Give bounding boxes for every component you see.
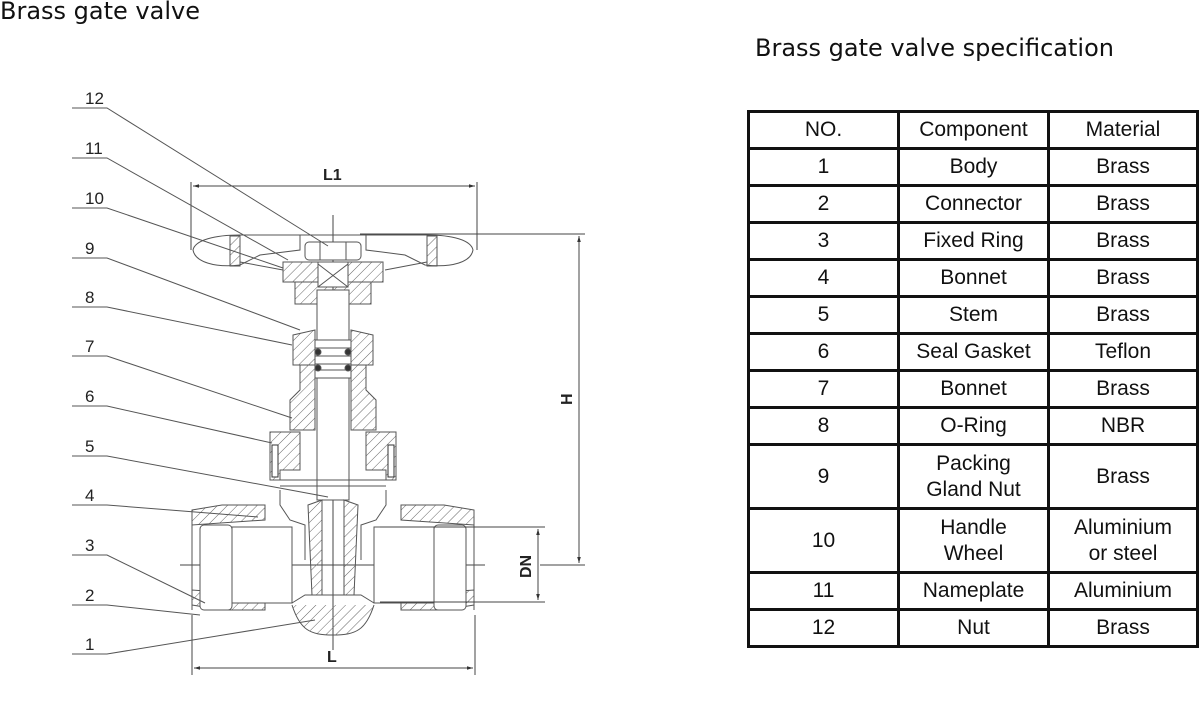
- dimension-h: H: [559, 393, 576, 405]
- cell-material: Brass: [1047, 443, 1199, 510]
- packing-gland-nut: [292, 329, 374, 379]
- right-coupling: [373, 504, 475, 611]
- cell-material: Brass: [1047, 184, 1199, 224]
- callout-2: 2: [85, 586, 94, 605]
- cell-no: 5: [747, 295, 900, 335]
- cell-component: Stem: [897, 295, 1050, 335]
- dimension-dn: DN: [518, 555, 535, 578]
- cell-no: 12: [747, 608, 900, 648]
- header-component: Component: [897, 110, 1050, 150]
- callout-8: 8: [85, 288, 94, 307]
- callout-1: 1: [85, 635, 94, 654]
- dimension-lines: [190, 182, 585, 675]
- header-no: NO.: [747, 110, 900, 150]
- cell-material: Brass: [1047, 295, 1199, 335]
- cell-component: Body: [897, 147, 1050, 187]
- cell-no: 9: [747, 443, 900, 510]
- cell-component: Bonnet: [897, 369, 1050, 409]
- diagram-title: Brass gate valve: [0, 0, 200, 25]
- cell-material: NBR: [1047, 406, 1199, 446]
- cell-no: 6: [747, 332, 900, 372]
- cell-material: Brass: [1047, 147, 1199, 187]
- cell-no: 11: [747, 571, 900, 611]
- cell-no: 8: [747, 406, 900, 446]
- cell-component: Bonnet: [897, 258, 1050, 298]
- cell-component: Connector: [897, 184, 1050, 224]
- left-coupling: [191, 504, 293, 611]
- callout-9: 9: [85, 239, 94, 258]
- callout-4: 4: [85, 486, 94, 505]
- cell-component: O-Ring: [897, 406, 1050, 446]
- cell-no: 10: [747, 507, 900, 574]
- callout-12: 12: [85, 89, 104, 108]
- cell-component: Nameplate: [897, 571, 1050, 611]
- cell-material: Brass: [1047, 369, 1199, 409]
- callout-10: 10: [85, 189, 104, 208]
- callout-11: 11: [85, 139, 103, 158]
- cell-material: Brass: [1047, 258, 1199, 298]
- header-material: Material: [1047, 110, 1199, 150]
- cell-component: Fixed Ring: [897, 221, 1050, 261]
- callout-5: 5: [85, 437, 94, 456]
- cell-no: 3: [747, 221, 900, 261]
- callout-6: 6: [85, 387, 94, 406]
- callout-leaders: [72, 107, 329, 655]
- table-header-row: NO. Component Material: [747, 110, 1199, 150]
- dimension-l1: L1: [323, 167, 342, 184]
- cell-no: 2: [747, 184, 900, 224]
- cell-material: Aluminium: [1047, 571, 1199, 611]
- cell-material: Brass: [1047, 608, 1199, 648]
- callout-7: 7: [85, 337, 94, 356]
- valve-cross-section-drawing: L1 L H DN 12 11 10 9 8 7 6 5 4 3 2 1: [72, 89, 585, 675]
- cell-component: Nut: [897, 608, 1050, 648]
- dimension-l: L: [327, 649, 337, 666]
- cell-component: Seal Gasket: [897, 332, 1050, 372]
- callout-3: 3: [85, 536, 94, 555]
- cell-no: 1: [747, 147, 900, 187]
- valve-body-outline: [180, 215, 485, 650]
- cell-material: Teflon: [1047, 332, 1199, 372]
- cell-material: Brass: [1047, 221, 1199, 261]
- cell-no: 7: [747, 369, 900, 409]
- cell-no: 4: [747, 258, 900, 298]
- spec-title: Brass gate valve specification: [755, 34, 1114, 62]
- callout-labels: 12 11 10 9 8 7 6 5 4 3 2 1: [85, 89, 104, 654]
